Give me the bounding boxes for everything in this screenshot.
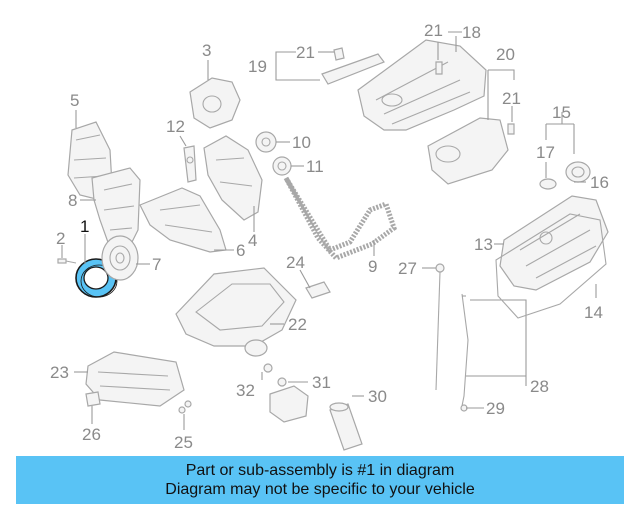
leader-18	[448, 31, 462, 52]
callout-32[interactable]: 32	[236, 381, 255, 400]
callout-27[interactable]: 27	[398, 259, 417, 278]
part-23-oil-pan-lower[interactable]	[85, 351, 185, 407]
part-30-oil-filter[interactable]	[329, 402, 363, 451]
leader-15	[545, 112, 575, 154]
part-17-cap-seal[interactable]	[539, 178, 557, 190]
callout-8[interactable]: 8	[68, 191, 77, 210]
part-14-valve-cover-gasket[interactable]	[495, 213, 607, 319]
part-28-dipstick-tube[interactable]	[461, 293, 469, 407]
callout-22[interactable]: 22	[288, 315, 307, 334]
callout-9[interactable]: 9	[368, 257, 377, 276]
callout-3[interactable]: 3	[202, 41, 211, 60]
callout-7[interactable]: 7	[152, 255, 161, 274]
callout-2[interactable]: 2	[56, 229, 65, 248]
callout-21-a[interactable]: 21	[296, 43, 315, 62]
callout-31[interactable]: 31	[312, 373, 331, 392]
part-10-idler-pulley[interactable]	[255, 131, 277, 153]
callout-1[interactable]: 1	[80, 217, 89, 236]
leader-12	[179, 135, 187, 147]
part-24-bracket[interactable]	[305, 281, 331, 299]
callout-29[interactable]: 29	[486, 399, 505, 418]
diagram-notice-banner: Part or sub-assembly is #1 in diagram Di…	[16, 456, 624, 504]
part-27-dipstick[interactable]	[435, 263, 445, 391]
part-4-cover-plate[interactable]	[203, 135, 263, 221]
callout-28[interactable]: 28	[530, 377, 549, 396]
part-2-bolt[interactable]	[57, 258, 77, 264]
banner-line-2: Diagram may not be specific to your vehi…	[165, 481, 475, 498]
leader-20	[487, 69, 515, 120]
part-12-tensioner[interactable]	[183, 145, 197, 183]
callout-5[interactable]: 5	[70, 91, 79, 110]
part-21-bolt-c[interactable]	[507, 123, 515, 135]
callout-24[interactable]: 24	[286, 253, 305, 272]
callout-15[interactable]: 15	[552, 103, 571, 122]
part-20-valve-cover-right[interactable]	[427, 117, 509, 185]
callout-11[interactable]: 11	[306, 157, 324, 176]
part-25-bolts[interactable]	[178, 400, 192, 414]
part-22-oil-pan-upper[interactable]	[175, 267, 297, 357]
callout-23[interactable]: 23	[50, 363, 69, 382]
part-31-filter-housing[interactable]	[269, 377, 309, 423]
part-13-valve-cover[interactable]	[499, 195, 609, 291]
callout-21-b[interactable]: 21	[424, 21, 443, 40]
callout-16[interactable]: 16	[590, 173, 609, 192]
callout-6[interactable]: 6	[236, 241, 245, 260]
part-9-timing-belt[interactable]	[283, 176, 397, 261]
part-3-upper-timing-cover[interactable]	[189, 77, 241, 129]
part-6-timing-cover-inner[interactable]	[139, 187, 227, 253]
callout-12[interactable]: 12	[166, 117, 185, 136]
part-7-crank-pulley[interactable]	[101, 235, 139, 281]
callout-26[interactable]: 26	[82, 425, 101, 444]
part-26-drain-plug[interactable]	[85, 391, 101, 407]
part-18-intake-manifold[interactable]	[357, 39, 487, 131]
callout-25[interactable]: 25	[174, 433, 193, 452]
part-21-bolt-a[interactable]	[333, 47, 345, 61]
callout-19[interactable]: 19	[248, 57, 267, 76]
banner-line-1: Part or sub-assembly is #1 in diagram	[185, 462, 455, 479]
leader-28	[462, 295, 527, 386]
part-16-oil-cap[interactable]	[565, 161, 591, 183]
callout-14[interactable]: 14	[584, 303, 603, 322]
leader-24	[299, 269, 311, 289]
part-19-cover-strip[interactable]	[321, 53, 385, 85]
callout-20[interactable]: 20	[496, 45, 515, 64]
callout-21-c[interactable]: 21	[502, 89, 521, 108]
part-11-tensioner-pulley[interactable]	[272, 156, 292, 176]
part-32-seal[interactable]	[263, 363, 273, 373]
callout-17[interactable]: 17	[536, 143, 555, 162]
part-21-bolt-b[interactable]	[435, 61, 443, 75]
callout-10[interactable]: 10	[292, 133, 311, 152]
callout-13[interactable]: 13	[474, 235, 493, 254]
callout-18[interactable]: 18	[462, 23, 481, 42]
callout-30[interactable]: 30	[368, 387, 387, 406]
callout-4[interactable]: 4	[248, 231, 257, 250]
leader-19	[275, 51, 320, 81]
engine-parts-diagram: 1 2 3 4 5 6 7 8 9 10 11 12 13 14 15 16 1…	[50, 21, 609, 452]
